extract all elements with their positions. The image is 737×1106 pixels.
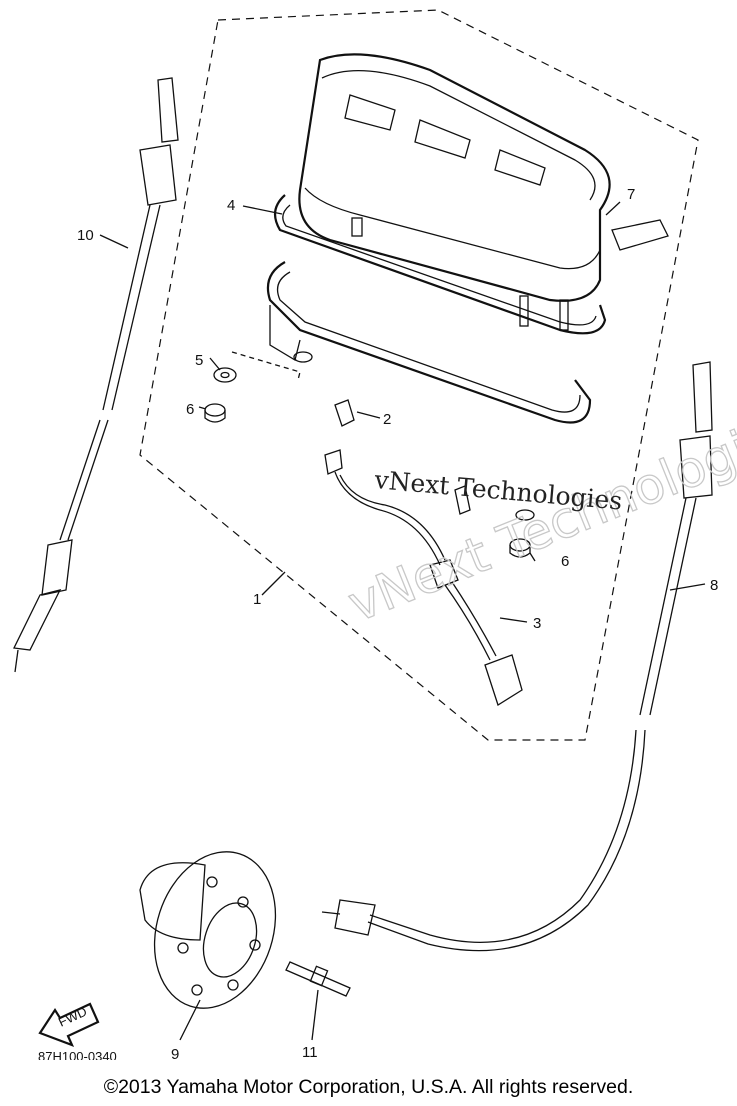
speedometer-cable-upper <box>13 77 179 673</box>
copyright-notice: ©2013 Yamaha Motor Corporation, U.S.A. A… <box>103 1076 634 1098</box>
meter-bezel <box>266 261 592 424</box>
part-label-3: 3 <box>533 615 541 632</box>
gasket <box>273 194 607 335</box>
fwd-label: FWD <box>56 1004 89 1030</box>
part-label-11: 11 <box>302 1044 318 1060</box>
part-label-10: 9 <box>171 1046 179 1060</box>
parts-diagram: FWD 10 4 5 6 2 7 8 6 3 1 9 11 87H100-034… <box>13 9 737 1060</box>
speedometer-cable-lower <box>321 361 713 952</box>
wire-harness <box>324 449 528 706</box>
diagram-code: 87H100-0340 <box>38 1049 117 1060</box>
meter-housing <box>298 53 669 331</box>
speedometer-gear-unit <box>139 851 277 1009</box>
part-label-7: 7 <box>627 186 635 203</box>
part-label-4: 4 <box>227 197 235 214</box>
drive-shaft <box>285 961 351 997</box>
part-label-1: 1 <box>253 591 261 608</box>
watermark-text: vNext Technologies <box>372 465 623 516</box>
bulb-socket <box>334 399 381 427</box>
spacer-left <box>204 403 226 423</box>
part-label-5: 5 <box>195 352 203 369</box>
part-label-6-left: 6 <box>186 401 194 418</box>
watermark-outline: vNext Technologies <box>340 399 737 634</box>
assembly-boundary <box>139 9 699 741</box>
part-label-6-right: 6 <box>561 553 569 570</box>
part-label-9: 10 <box>77 227 94 244</box>
part-label-2: 2 <box>383 411 391 428</box>
fwd-arrow-icon: FWD <box>38 1002 100 1047</box>
part-label-8: 8 <box>710 577 718 594</box>
grommet <box>213 367 237 383</box>
